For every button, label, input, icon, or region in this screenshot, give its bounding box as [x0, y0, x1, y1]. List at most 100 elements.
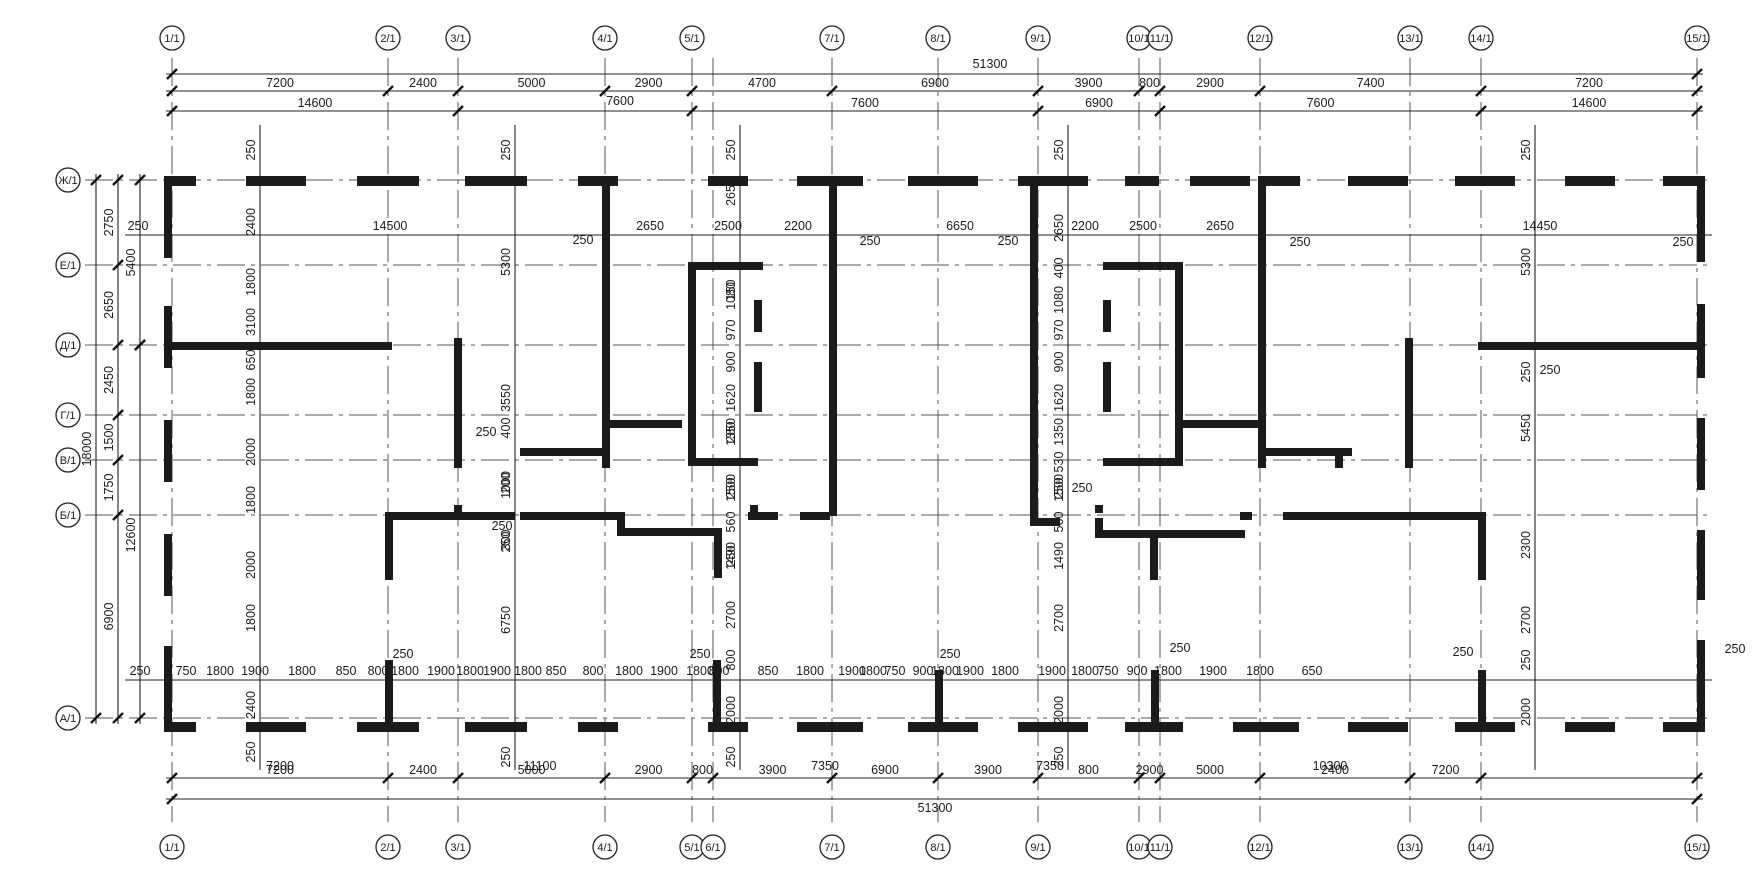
dimension-tick [452, 772, 464, 784]
wall [1260, 176, 1300, 186]
dimension-label: 250 [573, 233, 594, 247]
wall [1697, 176, 1705, 262]
wall [1030, 176, 1038, 518]
axis-bubble [1468, 834, 1494, 860]
dimension-label: 7600 [1307, 96, 1335, 110]
axis-label: 3/1 [450, 842, 465, 854]
wall [1103, 458, 1183, 466]
dimension-tick [1475, 105, 1487, 117]
dimension-tick [1691, 68, 1703, 80]
dimension-tick [90, 712, 102, 724]
axis-bubble [55, 332, 81, 358]
dimension-label: 1800 [1154, 664, 1182, 678]
dimension-tick [686, 85, 698, 97]
dimension-label: 2000 [1519, 698, 1533, 726]
dimension-label: 970 [1052, 320, 1066, 341]
axis-bubble [55, 502, 81, 528]
dimension-label: 1800 [456, 664, 484, 678]
dimension-label: 1800 [686, 664, 714, 678]
dimension-tick [166, 68, 178, 80]
wall [164, 534, 172, 596]
dimension-label: 6900 [921, 76, 949, 90]
dimension-tick [686, 105, 698, 117]
dimension-label: 650 [244, 350, 258, 371]
dimension-label: 850 [546, 664, 567, 678]
axis-bubble [55, 252, 81, 278]
axis-label: 13/1 [1399, 842, 1420, 854]
axis-bubble [375, 25, 401, 51]
wall [1565, 176, 1615, 186]
dimension-tick [599, 772, 611, 784]
dimension-label: 800 [1078, 763, 1099, 777]
dimension-label: 7600 [851, 96, 879, 110]
dimension-label: 2900 [1196, 76, 1224, 90]
axis-label: 14/1 [1470, 842, 1491, 854]
dimension-label: 250 [476, 425, 497, 439]
dimension-label: 250 [1519, 140, 1533, 161]
dimension-tick [1133, 85, 1145, 97]
axis-bubble [679, 25, 705, 51]
dimension-tick [599, 85, 611, 97]
wall [1478, 342, 1704, 350]
dimension-label: 5450 [1519, 414, 1533, 442]
dimension-label: 1800 [1246, 664, 1274, 678]
axis-bubble [55, 447, 81, 473]
wall [164, 176, 172, 258]
wall [1455, 722, 1515, 732]
wall [1348, 722, 1408, 732]
dimension-label: 250 [1725, 642, 1746, 656]
wall [164, 646, 172, 726]
wall [385, 512, 393, 580]
dimension-label: 800 [724, 650, 738, 671]
dimension-label: 1000 [499, 471, 513, 499]
wall [1103, 300, 1111, 332]
axis-bubble [55, 705, 81, 731]
dimension-label: 1800 [244, 486, 258, 514]
wall [688, 458, 758, 466]
wall [1125, 176, 1159, 186]
axis-bubble [1247, 25, 1273, 51]
wall [1258, 176, 1266, 468]
dimension-label: 280 [724, 422, 738, 443]
axis-label: 2/1 [380, 33, 395, 45]
wall [1240, 512, 1252, 520]
dimension-tick [826, 772, 838, 784]
dimension-tick [1254, 85, 1266, 97]
dimension-tick [1475, 85, 1487, 97]
dimension-label: 250 [860, 234, 881, 248]
dimension-label: 250 [1170, 641, 1191, 655]
dimension-tick [707, 772, 719, 784]
axis-label: 10/1 [1128, 842, 1149, 854]
dimension-label: 2500 [1129, 219, 1157, 233]
axis-label: 11/1 [1150, 842, 1171, 854]
dimension-label: 1350 [724, 418, 738, 446]
wall [1348, 176, 1408, 186]
dimension-label: 250 [690, 647, 711, 661]
dimension-label: 3550 [499, 384, 513, 412]
axis-label: 1/1 [164, 33, 179, 45]
wall [164, 722, 196, 732]
dimension-label: 250 [1673, 235, 1694, 249]
axis-label: В/1 [60, 455, 77, 467]
axis-label: А/1 [60, 713, 77, 725]
axis-bubble [592, 25, 618, 51]
wall [1478, 512, 1486, 580]
dimension-label: 250 [130, 664, 151, 678]
dimension-label: 1800 [244, 268, 258, 296]
dimension-label: 250 [1052, 140, 1066, 161]
wall [1697, 530, 1705, 600]
dimension-tick [1691, 772, 1703, 784]
wall [520, 512, 620, 520]
dimension-label: 250 [1052, 478, 1066, 499]
dimension-label: 5000 [518, 763, 546, 777]
axis-bubble [159, 25, 185, 51]
dimension-tick [134, 712, 146, 724]
dimension-label: 3900 [759, 763, 787, 777]
dimension-tick [134, 174, 146, 186]
dimension-label: 3100 [244, 308, 258, 336]
dimension-tick [1032, 772, 1044, 784]
dimension-label: 1500 [1052, 474, 1066, 502]
wall [1018, 176, 1088, 186]
dimension-label: 2650 [102, 291, 116, 319]
dimension-label: 250 [1453, 645, 1474, 659]
